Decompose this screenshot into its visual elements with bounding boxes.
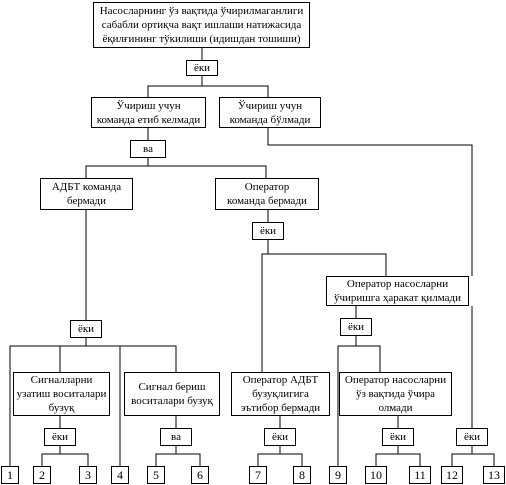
event-command-not-arrived: Ўчириш учун команда етиб келмади	[91, 97, 206, 128]
leaf-3: 3	[79, 466, 97, 484]
leaf-4: 4	[111, 466, 129, 484]
event-operator-no-command: Оператор команда бермади	[215, 178, 319, 210]
gate-or-8: ёки	[340, 318, 372, 336]
gate-and-2: ва	[130, 140, 166, 158]
gate-or-9: ёки	[382, 428, 414, 446]
leaf-9: 9	[329, 466, 347, 484]
gate-or-7: ёки	[264, 428, 296, 446]
leaf-2: 2	[33, 466, 51, 484]
leaf-12: 12	[441, 466, 463, 484]
gate-or-10: ёки	[456, 428, 488, 446]
event-signal-transmission-faulty: Сигналларни узатиш воситалари бузуқ	[13, 372, 110, 416]
leaf-13: 13	[483, 466, 505, 484]
gate-or-3: ёки	[70, 320, 102, 338]
event-adbt-no-command: АДБТ команда бермади	[40, 178, 133, 210]
leaf-1: 1	[1, 466, 19, 484]
leaf-8: 8	[293, 466, 311, 484]
leaf-7: 7	[249, 466, 267, 484]
gate-or-5: ёки	[44, 428, 76, 446]
leaf-10: 10	[365, 466, 387, 484]
gate-or-4: ёки	[252, 222, 284, 240]
top-event: Насосларнинг ўз вақтида ўчирилмаганлиги …	[93, 2, 310, 48]
event-operator-did-not-stop-pumps: Оператор насосларни ўчиришга ҳаракат қил…	[326, 276, 469, 306]
event-operator-ignored-adbt: Оператор АДБТ бузуқлигига эътибор бермад…	[231, 372, 330, 416]
event-signal-source-faulty: Сигнал бериш воситалари бузуқ	[124, 372, 220, 416]
leaf-6: 6	[191, 466, 209, 484]
leaf-5: 5	[147, 466, 165, 484]
event-no-command: Ўчириш учун команда бўлмади	[219, 97, 321, 128]
event-operator-not-timely: Оператор насосларни ўз вақтида ўчира олм…	[339, 372, 452, 416]
leaf-11: 11	[409, 466, 431, 484]
gate-or-1: ёки	[186, 60, 218, 76]
gate-and-6: ва	[160, 428, 192, 446]
